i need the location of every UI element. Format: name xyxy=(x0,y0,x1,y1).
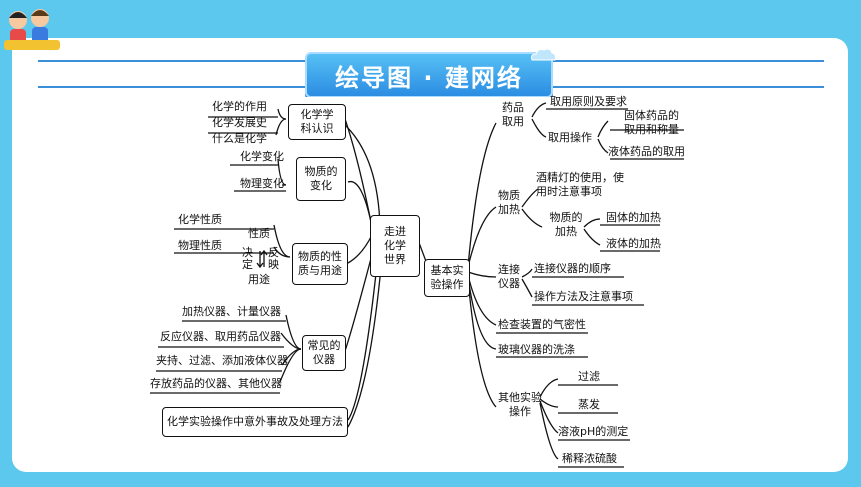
cloud-icon xyxy=(531,48,557,61)
node-properties-label: 物质的性质与用途 xyxy=(298,250,342,277)
leaf-chemical-change: 化学变化 xyxy=(240,150,284,163)
leaf-heat-solid: 固体的加热 xyxy=(606,211,661,224)
node-basic-ops: 基本实验操作 xyxy=(424,259,470,297)
branch-connect: 连接仪器 xyxy=(498,263,520,290)
node-chem-subject-label: 化学学科认识 xyxy=(300,108,334,135)
branch-heating: 物质加热 xyxy=(498,189,520,216)
label-decide: 决定 xyxy=(242,246,253,271)
leaf-physical-change: 物理变化 xyxy=(240,177,284,190)
leaf-take-principle: 取用原则及要求 xyxy=(550,95,627,108)
label-nature: 性质 xyxy=(248,227,270,240)
leaf-connect-method: 操作方法及注意事项 xyxy=(534,290,633,303)
mind-map-connectors xyxy=(150,102,684,468)
leaf-take-solid: 固体药品的取用和称量 xyxy=(624,109,679,136)
branch-other-ops: 其他实验操作 xyxy=(498,391,542,418)
leaf-what-is-chem: 什么是化学 xyxy=(212,132,267,145)
leaf-heating-instrument: 加热仪器、计量仪器 xyxy=(182,305,281,318)
leaf-physical-property: 物理性质 xyxy=(178,239,222,252)
section-title: 绘导图 · 建网络 xyxy=(335,63,523,92)
leaf-take-op: 取用操作 xyxy=(548,131,592,144)
node-accident: 化学实验操作中意外事故及处理方法 xyxy=(162,407,348,437)
leaf-evaporate: 蒸发 xyxy=(578,398,600,411)
leaf-take-liquid: 液体药品的取用 xyxy=(608,145,685,158)
leaf-connect-order: 连接仪器的顺序 xyxy=(534,262,611,275)
node-center: 走进化学世界 xyxy=(370,215,420,277)
kids-illustration-icon xyxy=(4,9,60,50)
leaf-clamp-instrument: 夹持、过滤、添加液体仪器 xyxy=(156,354,288,367)
leaf-alcohol-lamp: 酒精灯的使用，使用时注意事项 xyxy=(536,171,624,198)
node-center-label: 走进化学世界 xyxy=(384,225,406,266)
leaf-dilute-acid: 稀释浓硫酸 xyxy=(562,452,617,465)
node-properties: 物质的性质与用途 xyxy=(292,243,348,285)
leaf-filter: 过滤 xyxy=(578,370,600,383)
node-matter-change: 物质的变化 xyxy=(296,157,346,201)
node-instruments-label: 常见的仪器 xyxy=(307,339,341,366)
node-instruments: 常见的仪器 xyxy=(302,335,346,371)
leaf-reaction-instrument: 反应仪器、取用药品仪器 xyxy=(160,330,281,343)
label-use: 用途 xyxy=(248,273,270,286)
leaf-chemical-property: 化学性质 xyxy=(178,213,222,226)
branch-drug-take: 药品取用 xyxy=(502,101,524,128)
leaf-airtight: 检查装置的气密性 xyxy=(498,318,586,331)
mind-map: 化学的作用 化学发展史 什么是化学 化学学科认识 化学变化 物理变化 物质的变化… xyxy=(148,95,685,468)
node-chem-subject: 化学学科认识 xyxy=(288,104,346,140)
leaf-chem-role: 化学的作用 xyxy=(212,100,267,113)
leaf-heat-liquid: 液体的加热 xyxy=(606,237,661,250)
node-matter-change-label: 物质的变化 xyxy=(304,165,338,192)
node-basic-ops-label: 基本实验操作 xyxy=(430,264,464,291)
leaf-storage-instrument: 存放药品的仪器、其他仪器 xyxy=(150,377,282,390)
node-accident-label: 化学实验操作中意外事故及处理方法 xyxy=(167,415,343,428)
leaf-heat-matter: 物质的加热 xyxy=(549,211,583,238)
leaf-wash: 玻璃仪器的洗涤 xyxy=(498,343,575,356)
section-title-banner: 绘导图 · 建网络 xyxy=(305,52,553,98)
leaf-ph-test: 溶液pH的测定 xyxy=(558,425,629,438)
leaf-chem-history: 化学发展史 xyxy=(212,116,267,129)
label-reflect: 反映 xyxy=(268,246,279,271)
